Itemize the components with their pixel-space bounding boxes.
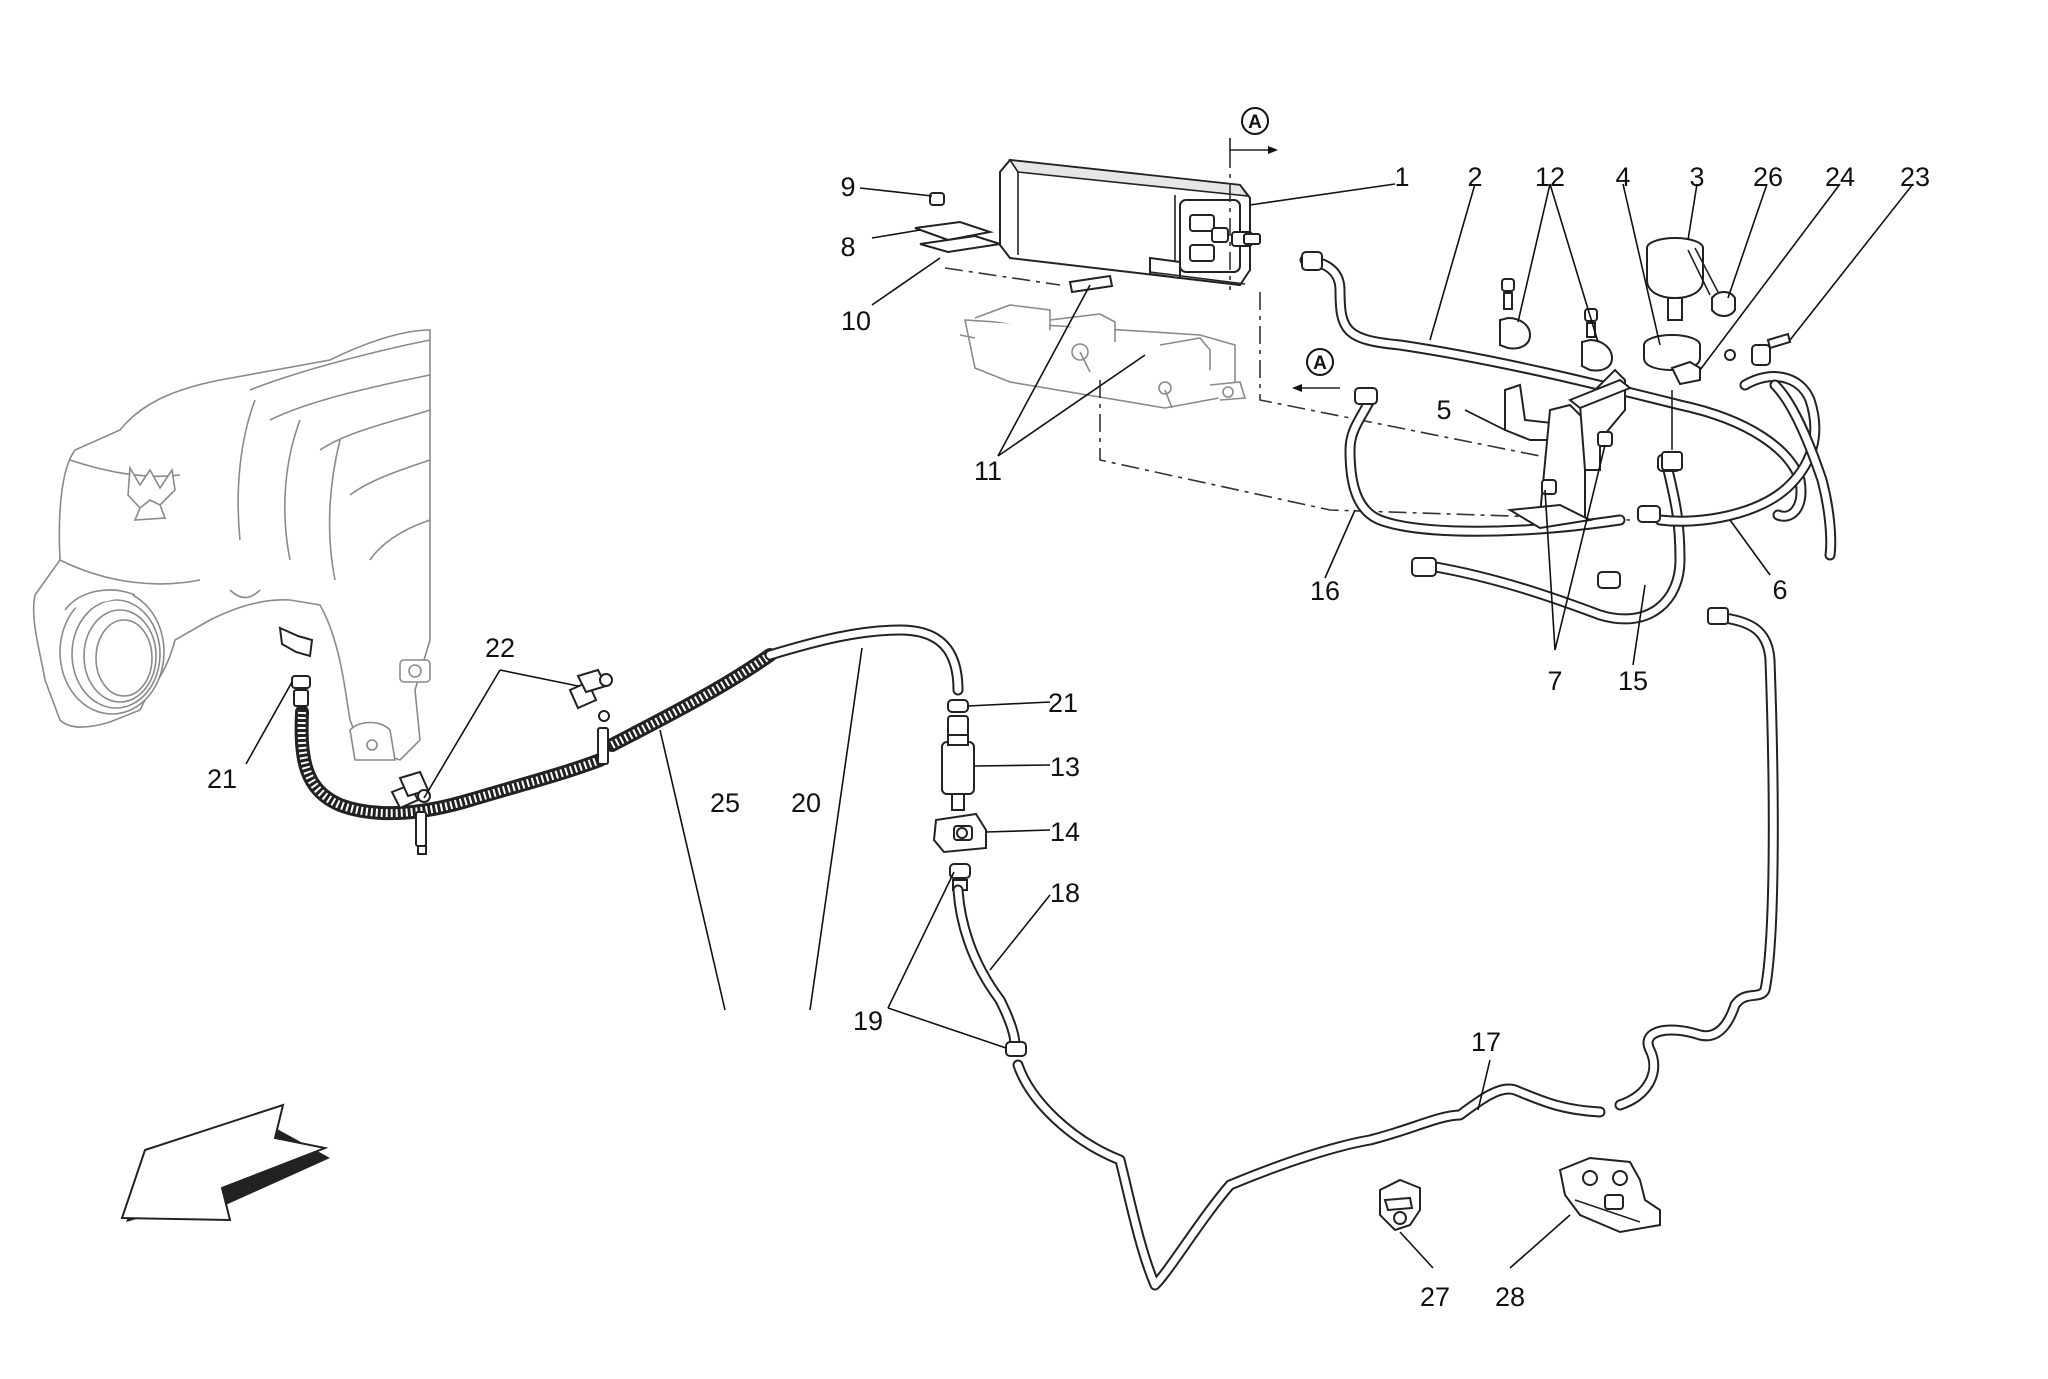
clip-27 <box>1379 1178 1421 1232</box>
front-direction-arrow-icon <box>120 1103 330 1222</box>
callout-25: 25 <box>710 788 740 818</box>
hose-16 <box>1344 387 1626 537</box>
callout-2: 2 <box>1467 162 1482 192</box>
leader-lines <box>245 183 1914 1269</box>
line-17 <box>1012 607 1779 1291</box>
callout-17: 17 <box>1471 1027 1501 1057</box>
section-marker-label: A <box>1313 353 1327 374</box>
callout-14: 14 <box>1050 817 1080 847</box>
callout-1: 1 <box>1394 162 1409 192</box>
nuts-7 <box>1597 431 1613 447</box>
ring-4 <box>1643 334 1701 471</box>
callout-19: 19 <box>853 1006 883 1036</box>
callout-7: 7 <box>1547 666 1562 696</box>
callout-4: 4 <box>1615 162 1630 192</box>
charcoal-canister <box>999 158 1261 287</box>
callout-27: 27 <box>1420 1282 1450 1312</box>
section-marker-label: A <box>1248 112 1262 133</box>
callout-11: 11 <box>974 456 1002 486</box>
callout-24: 24 <box>1825 162 1855 192</box>
callout-9: 9 <box>840 172 855 202</box>
callout-labels: 1 2 3 4 5 6 7 8 9 10 11 12 13 14 15 16 1… <box>207 162 1930 1312</box>
intake-manifold <box>32 329 431 761</box>
callout-28: 28 <box>1495 1282 1525 1312</box>
callout-6: 6 <box>1772 575 1787 605</box>
callout-5: 5 <box>1436 395 1451 425</box>
canister-tray <box>944 267 1631 521</box>
valve-assembly <box>932 699 987 891</box>
callout-8: 8 <box>840 232 855 262</box>
callout-16: 16 <box>1310 576 1340 606</box>
callout-3: 3 <box>1689 162 1704 192</box>
hose-clip-screws <box>390 668 613 855</box>
callout-26: 26 <box>1753 162 1783 192</box>
callout-20: 20 <box>791 788 821 818</box>
section-marker-a-top: A <box>1229 107 1278 290</box>
section-marker-a-mid: A <box>1292 348 1340 392</box>
callout-21-left: 21 <box>207 764 237 794</box>
callout-15: 15 <box>1618 666 1648 696</box>
clip-28 <box>1558 1156 1661 1234</box>
trident-logo-icon <box>127 465 176 521</box>
clamps-12 <box>1499 278 1614 372</box>
callout-13: 13 <box>1050 752 1080 782</box>
callout-21: 21 <box>1048 688 1078 718</box>
callout-23: 23 <box>1900 162 1930 192</box>
hose-20 <box>764 624 964 696</box>
callout-22: 22 <box>485 633 515 663</box>
bracket-5 <box>1504 368 1632 530</box>
hose-18 <box>952 884 1027 1057</box>
callout-18: 18 <box>1050 878 1080 908</box>
callout-10: 10 <box>841 306 871 336</box>
callout-12: 12 <box>1535 162 1565 192</box>
filter-3 <box>1646 237 1719 321</box>
clip-washer-screw <box>1711 291 1792 361</box>
hose-6 <box>1637 344 1837 561</box>
corrugated-hose <box>294 648 777 821</box>
